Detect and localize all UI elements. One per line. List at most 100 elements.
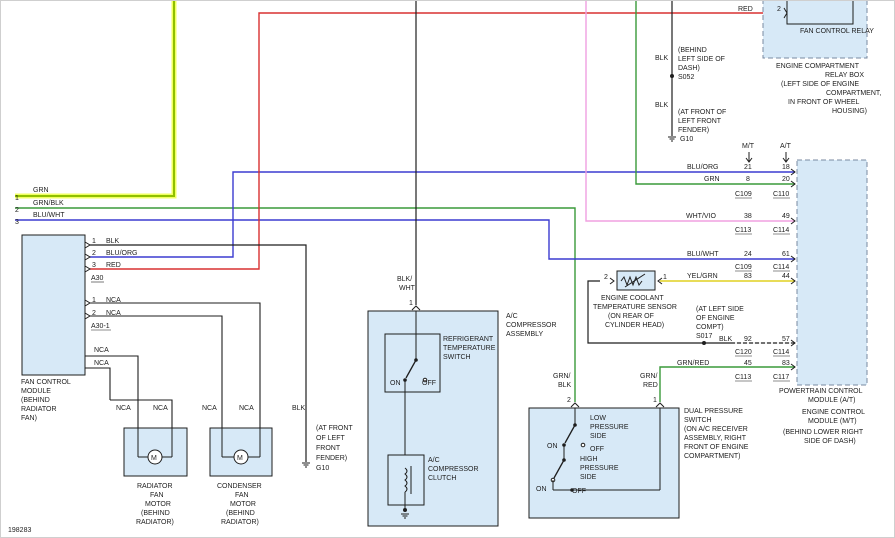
pcm-conn-mt-3: C120 (735, 349, 752, 356)
a30-pin-2: 2 (92, 250, 96, 257)
splice-s052 (670, 74, 674, 78)
sensor-label-1: TEMPERATURE SENSOR (593, 304, 677, 311)
clutch-label-0: A/C (428, 457, 440, 464)
ps-label-1: SWITCH (684, 417, 712, 424)
connector-a30-pins (84, 241, 91, 320)
clutch-coil-icon (404, 467, 408, 493)
wire-blu-wht (15, 219, 795, 260)
switch-on: ON (390, 380, 401, 387)
cond-label-0: CONDENSER (217, 483, 262, 490)
fcm-label-2: (BEHIND (21, 397, 50, 404)
pcm-conn-mt-1: C113 (735, 227, 751, 234)
left-pin-3: 3 (15, 219, 19, 226)
rad-label-0: RADIATOR (137, 483, 173, 490)
compressor-feed-1: WHT (399, 285, 416, 292)
connector-underlines (735, 197, 790, 382)
top-ground-loc2-2: FENDER) (678, 127, 709, 134)
a30-1-pin-2: 2 (92, 310, 96, 317)
switch-off: OFF (422, 380, 436, 387)
left-wire-blu-wht: BLU/WHT (33, 212, 65, 219)
a30-pin-1: 1 (92, 238, 96, 245)
thermistor-icon (620, 273, 646, 288)
ground-icon (401, 513, 409, 519)
pcm-box (796, 159, 868, 386)
ground-icon (668, 136, 676, 142)
pcm-conn-mt-2: C109 (735, 264, 752, 271)
relay-red-label: RED (738, 6, 753, 13)
wire-blu-org (90, 171, 795, 258)
wire-blk-g10 (90, 244, 307, 462)
switch-label-2: SWITCH (443, 354, 471, 361)
top-ground-loc1-2: DASH) (678, 65, 700, 72)
rad-label-3: (BEHIND (141, 510, 170, 517)
left-ground-label: G10 (316, 465, 329, 472)
top-splice-label: S052 (678, 74, 694, 81)
wire-wht-vio (585, 0, 795, 222)
pcm-loc-0: (BEHIND LOWER RIGHT (783, 429, 864, 436)
ps-label-4: FRONT OF ENGINE (684, 444, 749, 451)
ps-on-1: ON (547, 443, 558, 450)
ps-off-2: OFF (572, 488, 586, 495)
wire-nca-4 (85, 367, 111, 400)
compressor-assembly-label-0: A/C (506, 313, 518, 320)
a30-1-wire-1: NCA (106, 297, 121, 304)
pcm-at-3: 61 (782, 251, 790, 258)
pcm-conn-at-0: C110 (773, 191, 789, 198)
relay-box-loc-0: ENGINE COMPARTMENT (776, 63, 860, 70)
cond-nca-1: NCA (202, 405, 217, 412)
pcm-label-at-1: MODULE (A/T) (808, 397, 855, 404)
ps-high-0: HIGH (580, 456, 598, 463)
cond-nca-2: NCA (239, 405, 254, 412)
s017-label: S017 (696, 333, 712, 340)
top-ground-wire-1: BLK (655, 55, 669, 62)
pcm-at-4: 44 (782, 273, 790, 280)
refrigerant-temp-switch (384, 333, 441, 393)
fan-relay-inner (786, 0, 854, 25)
connector-a30-label: A30 (91, 275, 104, 282)
pcm-mt-5: 92 (744, 336, 752, 343)
relay-box-loc-1: RELAY BOX (825, 72, 864, 79)
rad-label-1: FAN (150, 492, 164, 499)
compressor-pin: 1 (409, 300, 413, 307)
wire-blk-sensor (587, 280, 795, 344)
pcm-wire-0: BLU/ORG (687, 164, 719, 171)
pcm-col-at: A/T (780, 143, 792, 150)
left-wire-grn: GRN (33, 187, 49, 194)
pcm-mt-2: 38 (744, 213, 752, 220)
sensor-pin1: 1 (663, 274, 667, 281)
sensor-wire-yel-grn: YEL/GRN (687, 273, 718, 280)
sensor-label-3: CYLINDER HEAD) (605, 322, 664, 329)
pcm-at-0: 18 (782, 164, 790, 171)
pcm-wire-2: WHT/VIO (686, 213, 716, 220)
ps-pin2: 2 (567, 397, 571, 404)
pcm-conn-at-4: C117 (773, 374, 789, 381)
ps-wire2-0: GRN/ (553, 373, 571, 380)
cond-label-3: (BEHIND (226, 510, 255, 517)
svg-text:M: M (151, 455, 157, 462)
ps-low-1: PRESSURE (590, 424, 629, 431)
ps-label-3: ASSEMBLY, RIGHT (684, 435, 747, 442)
a30-1-pin-1: 1 (92, 297, 96, 304)
pcm-wire-3: BLU/WHT (687, 251, 719, 258)
pcm-col-mt: M/T (742, 143, 755, 150)
pcm-at-5: 57 (782, 336, 790, 343)
ps-label-0: DUAL PRESSURE (684, 408, 743, 415)
a30-1-wire-2: NCA (106, 310, 121, 317)
svg-text:M: M (237, 455, 243, 462)
relay-box-loc-2: (LEFT SIDE OF ENGINE (781, 81, 859, 88)
col-mt-arrow (745, 152, 753, 163)
wire-grn-blk (15, 207, 576, 402)
top-ground-loc2-0: (AT FRONT OF (678, 109, 726, 116)
sensor-ground-wire: BLK (719, 336, 733, 343)
sensor-label-2: (ON REAR OF (608, 313, 654, 320)
compressor-clutch (387, 454, 425, 506)
pcm-conn-at-2: C114 (773, 264, 789, 271)
wire-nca-1 (90, 302, 261, 428)
a30-wire-blk: BLK (106, 238, 120, 245)
ps-wire2-1: BLK (558, 382, 572, 389)
fcm-label-3: RADIATOR (21, 406, 57, 413)
ground-icon (302, 462, 310, 468)
wire-nca-3 (85, 355, 139, 428)
pcm-mt-0: 21 (744, 164, 752, 171)
splice-s017 (702, 341, 706, 345)
